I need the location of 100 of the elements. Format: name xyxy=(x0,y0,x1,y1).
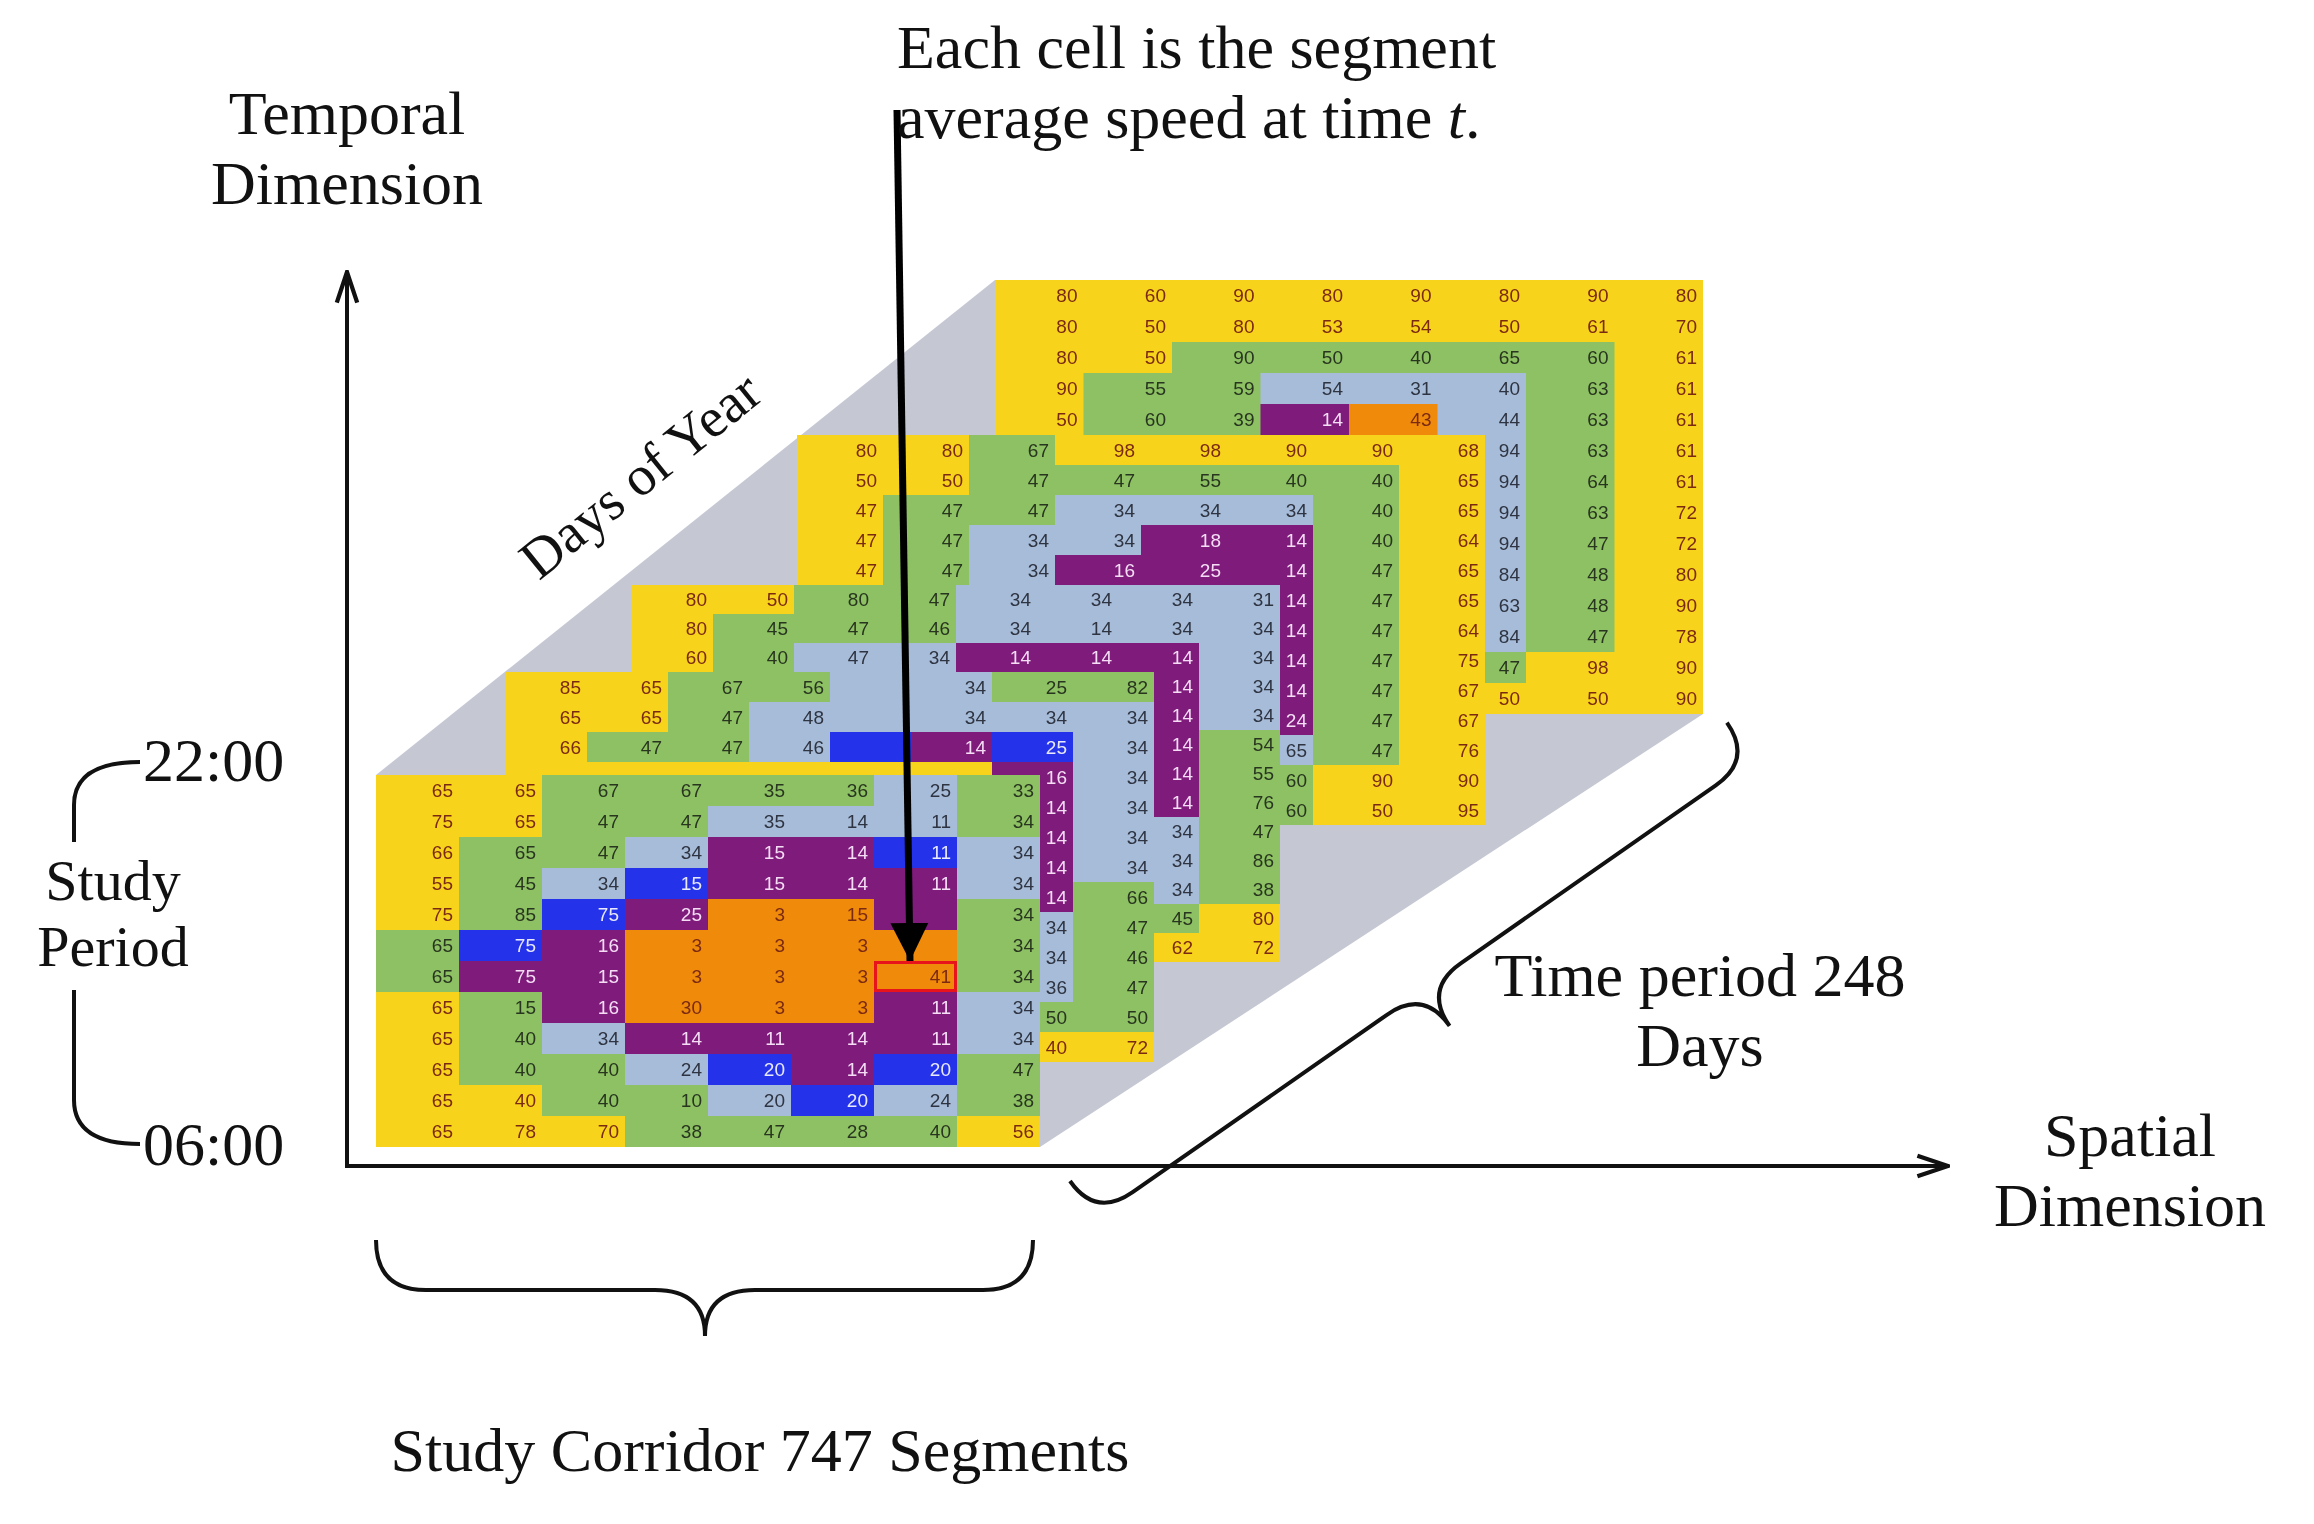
speed-value: 25 xyxy=(680,904,702,925)
speed-value: 90 xyxy=(1285,439,1307,461)
speed-value: 34 xyxy=(1012,997,1034,1018)
arrow xyxy=(890,109,929,962)
speed-value: 65 xyxy=(1285,739,1307,761)
speed-value: 34 xyxy=(1126,766,1148,788)
speed-value: 34 xyxy=(1171,589,1193,610)
speed-value: 90 xyxy=(1056,378,1078,399)
speed-value: 34 xyxy=(1090,589,1112,610)
speed-value: 40 xyxy=(1371,469,1393,491)
speed-value: 61 xyxy=(1675,347,1697,368)
speed-value: 90 xyxy=(1371,769,1393,791)
speed-value: 60 xyxy=(685,647,707,668)
speed-value: 3 xyxy=(774,904,785,925)
speed-value: 39 xyxy=(1233,409,1255,430)
speed-value: 67 xyxy=(721,676,743,698)
speed-value: 34 xyxy=(1012,873,1034,894)
speed-value: 90 xyxy=(1675,657,1697,678)
speed-value: 24 xyxy=(1285,709,1307,731)
speed-value: 80 xyxy=(1233,316,1255,337)
speed-value: 80 xyxy=(1056,285,1078,306)
speed-value: 80 xyxy=(847,589,869,610)
speed-value: 48 xyxy=(1587,595,1609,616)
period-label: Study Period xyxy=(36,848,190,980)
speed-value: 40 xyxy=(1498,378,1520,399)
speed-value: 65 xyxy=(431,935,453,956)
speed-value: 20 xyxy=(763,1090,785,1111)
speed-value: 72 xyxy=(1126,1036,1148,1058)
speed-value: 70 xyxy=(1675,316,1697,337)
speed-value: 67 xyxy=(1457,679,1479,701)
speed-value: 47 xyxy=(1498,657,1520,678)
speed-value: 56 xyxy=(1012,1121,1034,1142)
speed-value: 47 xyxy=(1027,499,1049,521)
speed-value: 35 xyxy=(763,780,785,801)
speed-value: 36 xyxy=(1045,976,1067,998)
speed-value: 63 xyxy=(1587,409,1609,430)
speed-value: 18 xyxy=(1199,529,1221,551)
speed-value: 75 xyxy=(514,935,536,956)
speed-value: 40 xyxy=(514,1090,536,1111)
speed-value: 34 xyxy=(1171,850,1193,871)
speed-value: 34 xyxy=(1171,879,1193,900)
speed-value: 47 xyxy=(1371,589,1393,611)
speed-value: 80 xyxy=(855,439,877,461)
speed-value: 15 xyxy=(680,873,702,894)
speed-value: 14 xyxy=(1171,705,1193,726)
speed-value: 65 xyxy=(514,811,536,832)
speed-value: 80 xyxy=(941,439,963,461)
speed-value: 68 xyxy=(1457,439,1479,461)
speed-value: 50 xyxy=(1045,1006,1067,1028)
speed-value: 90 xyxy=(1371,439,1393,461)
speed-value: 15 xyxy=(846,904,868,925)
speed-value: 61 xyxy=(1675,440,1697,461)
speed-value: 59 xyxy=(1233,378,1255,399)
speed-value: 34 xyxy=(1027,559,1049,581)
speed-value: 47 xyxy=(721,706,743,728)
speed-value: 34 xyxy=(928,647,950,668)
speed-value: 14 xyxy=(1171,763,1193,784)
speed-value: 47 xyxy=(597,842,619,863)
speed-value: 84 xyxy=(1498,564,1520,585)
speed-value: 11 xyxy=(931,873,951,894)
annotation-text: Each cell is the segment average speed at time t. xyxy=(897,12,1657,152)
speed-value: 65 xyxy=(559,706,581,728)
speed-value: 98 xyxy=(1587,657,1609,678)
speed-value: 48 xyxy=(1587,564,1609,585)
speed-value: 90 xyxy=(1675,688,1697,709)
speed-value: 11 xyxy=(765,1028,785,1049)
speed-value: 76 xyxy=(1457,739,1479,761)
speed-value: 35 xyxy=(763,811,785,832)
speed-value: 65 xyxy=(640,706,662,728)
speed-value: 54 xyxy=(1252,734,1274,755)
speed-value: 34 xyxy=(1012,1028,1034,1049)
speed-value: 47 xyxy=(597,811,619,832)
speed-value: 34 xyxy=(1252,647,1274,668)
speed-value: 94 xyxy=(1498,502,1520,523)
speed-value: 63 xyxy=(1587,502,1609,523)
speed-value: 67 xyxy=(597,780,619,801)
speed-value: 82 xyxy=(1126,676,1148,698)
speed-value: 14 xyxy=(846,873,868,894)
speed-value: 66 xyxy=(431,842,453,863)
speed-value: 47 xyxy=(941,499,963,521)
speed-value: 11 xyxy=(931,842,951,863)
speed-value: 64 xyxy=(1587,471,1609,492)
speed-value: 50 xyxy=(941,469,963,491)
speed-value: 34 xyxy=(1113,529,1135,551)
speed-value: 34 xyxy=(1012,966,1034,987)
speed-value: 16 xyxy=(1113,559,1135,581)
speed-value: 90 xyxy=(1457,769,1479,791)
speed-value: 75 xyxy=(514,966,536,987)
speed-value: 15 xyxy=(514,997,536,1018)
speed-value: 47 xyxy=(721,736,743,758)
speed-value: 31 xyxy=(1410,378,1432,399)
speed-value: 14 xyxy=(1045,856,1067,878)
speed-value: 98 xyxy=(1199,439,1221,461)
speed-value: 34 xyxy=(1171,821,1193,842)
speed-value: 14 xyxy=(1090,618,1112,639)
speed-value: 34 xyxy=(1012,904,1034,925)
speed-value: 34 xyxy=(1126,826,1148,848)
speed-value: 70 xyxy=(597,1121,619,1142)
speed-value: 34 xyxy=(1199,499,1221,521)
speed-value: 64 xyxy=(1457,619,1479,641)
